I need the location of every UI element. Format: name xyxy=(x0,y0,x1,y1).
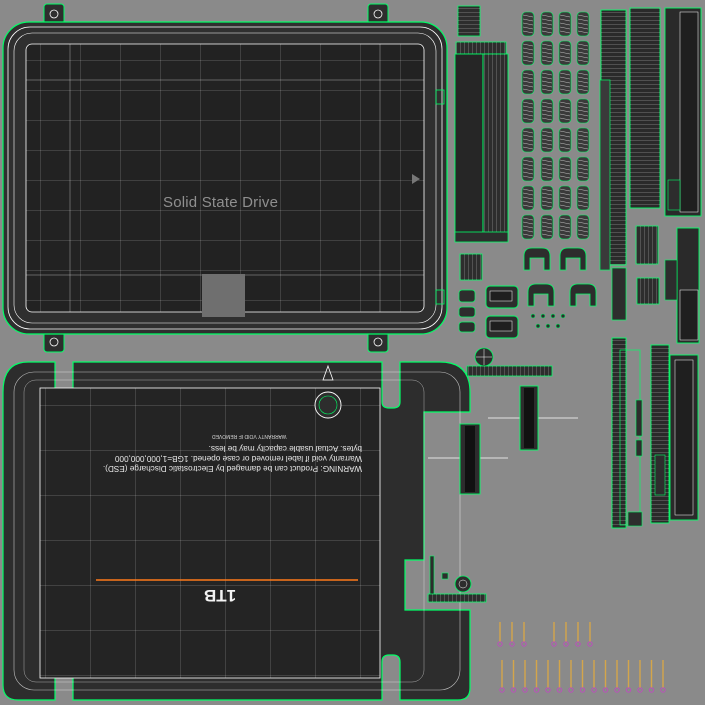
dot-piece xyxy=(550,313,556,319)
screw-array-island xyxy=(521,11,590,240)
front-shell-island xyxy=(2,3,448,353)
gear-island xyxy=(427,555,487,603)
dot-piece xyxy=(545,323,551,329)
back-shell-island xyxy=(2,361,471,701)
dot-piece xyxy=(560,313,566,319)
dot-piece xyxy=(540,313,546,319)
dot-piece xyxy=(555,323,561,329)
tiny-dots-island xyxy=(530,313,566,329)
cross-sprue-island xyxy=(428,385,578,495)
front-label-title: Solid State Drive xyxy=(163,194,279,211)
back-label-warranty: WARRANTY VOID IF REMOVED xyxy=(212,433,287,439)
back-label-warning: WARNING: Product can be damaged by Elect… xyxy=(102,444,362,473)
side-strips-island xyxy=(454,5,509,243)
gray-label-patch xyxy=(202,274,245,317)
dot-piece xyxy=(535,323,541,329)
connector-pins-island xyxy=(497,622,666,693)
dot-piece xyxy=(530,313,536,319)
connector-parts-island xyxy=(458,247,597,377)
rail-island xyxy=(611,337,699,529)
back-label-capacity: 1TB xyxy=(204,586,237,605)
edge-strips-island xyxy=(599,7,702,344)
